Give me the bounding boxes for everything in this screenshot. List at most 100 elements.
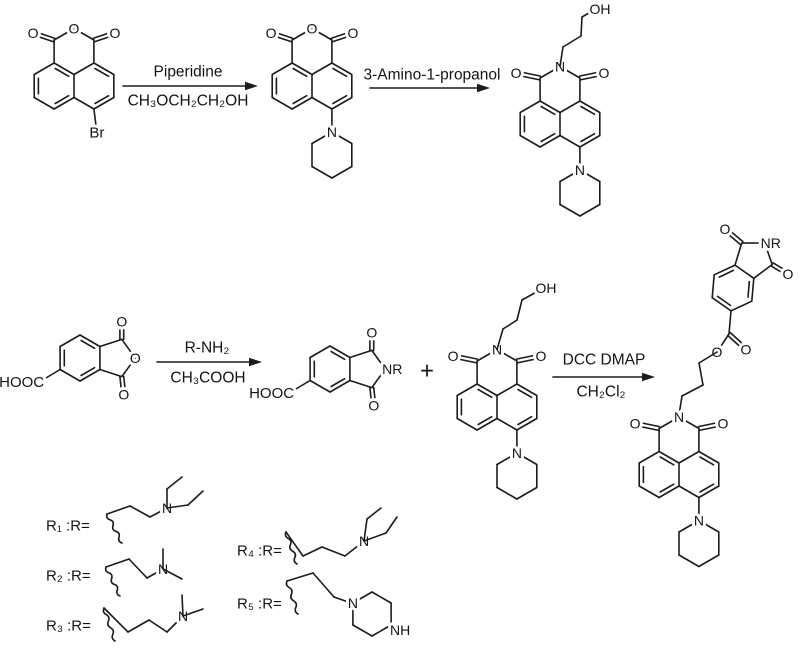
atom-label-O: O — [630, 416, 641, 432]
bond — [699, 363, 703, 385]
bond — [679, 555, 699, 567]
atom-label-Br: Br — [89, 125, 104, 142]
bond — [94, 109, 96, 125]
atom-label-O: O — [366, 324, 377, 340]
atom-label-N: N — [575, 162, 585, 178]
bond — [60, 335, 80, 347]
atom-label-N: N — [512, 445, 522, 461]
step1-solvent-label: CH₃OCH₂CH₂OH — [128, 93, 249, 110]
atom-label-O: O — [109, 25, 120, 41]
bond — [130, 506, 150, 517]
bond — [735, 265, 754, 278]
bond — [129, 559, 147, 578]
bond — [107, 506, 130, 514]
squiggle-bond — [285, 532, 297, 564]
bond — [520, 101, 540, 113]
r-group-r5-piperazinylethyl: N NH — [286, 573, 410, 638]
squiggle-bond — [286, 581, 298, 614]
bond — [517, 300, 522, 320]
bond — [372, 592, 391, 603]
r3-definition-label: R₃ :R= — [46, 618, 91, 635]
reaction-arrow-1 — [123, 82, 258, 90]
atom-label-O: O — [448, 348, 459, 364]
bond — [520, 136, 540, 148]
bond — [367, 508, 381, 519]
squiggle-bond — [107, 514, 122, 543]
bond — [310, 346, 330, 358]
bond — [106, 559, 129, 567]
bond — [457, 384, 477, 396]
bond — [128, 620, 149, 632]
bond — [372, 625, 391, 636]
r5-definition-label: R₅ :R= — [237, 596, 282, 613]
atom-label-O: O — [307, 21, 318, 37]
atom-label-N: N — [694, 513, 704, 529]
bond — [74, 63, 94, 75]
bond — [313, 573, 334, 597]
arrow-head-icon — [245, 82, 258, 90]
atom-label-OH: OH — [536, 280, 557, 296]
bond — [100, 370, 122, 377]
atom-label-NR: NR — [382, 361, 402, 377]
atom-label-O: O — [118, 387, 129, 403]
arrow-head-icon — [642, 373, 655, 381]
bond — [497, 488, 517, 500]
atom-label-N: N — [348, 595, 358, 611]
r-group-r4-diethylaminopropyl: N — [285, 508, 397, 564]
atom-label-O: O — [717, 416, 728, 432]
atom-label-NR: NR — [761, 235, 781, 251]
bond — [735, 243, 742, 265]
atom-label-O: O — [783, 266, 794, 282]
bond — [34, 63, 54, 75]
bond — [353, 625, 372, 636]
bond — [386, 517, 397, 533]
bond — [639, 486, 659, 498]
step1-reagent-label: Piperidine — [154, 64, 223, 81]
bond — [350, 350, 372, 357]
bond — [560, 205, 580, 217]
bond — [310, 381, 330, 393]
bond — [100, 339, 122, 346]
atom-label-N: N — [674, 409, 684, 425]
bond — [457, 419, 477, 431]
atom-label-O: O — [130, 350, 141, 366]
atom-label-O: O — [511, 65, 522, 81]
atom-label-NH: NH — [390, 622, 410, 638]
atom-label-O: O — [28, 25, 39, 41]
r-group-r2-dimethylaminoethyl: N — [106, 549, 182, 596]
r2-definition-label: R₂ :R= — [46, 568, 91, 585]
bond — [312, 98, 332, 110]
arrow-head-icon — [249, 358, 262, 366]
atom-label-O: O — [266, 25, 277, 41]
bond — [34, 98, 54, 110]
bond — [74, 98, 94, 110]
bond — [714, 265, 735, 275]
bond — [182, 595, 183, 616]
step4-solvent-label: CH₂Cl₂ — [576, 384, 625, 401]
bond — [679, 452, 699, 464]
bond — [731, 301, 752, 311]
bond — [754, 265, 772, 279]
bond — [167, 477, 182, 489]
step3-solvent-label: CH₃COOH — [170, 370, 245, 387]
bond — [560, 136, 580, 148]
bond — [272, 98, 292, 110]
bond — [45, 370, 60, 379]
reaction-arrow-3 — [157, 358, 262, 366]
atom-label-O: O — [368, 398, 379, 414]
bond — [682, 385, 703, 396]
r-group-r1-diethylaminoethyl: N — [107, 477, 203, 543]
step3-reagent-label: R-NH₂ — [185, 340, 230, 357]
bond — [503, 320, 517, 329]
atom-label-HOOC: HOOC — [0, 374, 44, 391]
plus-sign: + — [420, 358, 434, 385]
atom-label-HOOC: HOOC — [249, 385, 294, 402]
bond — [639, 452, 659, 464]
atom-label-O: O — [535, 348, 546, 364]
r4-definition-label: R₄ :R= — [237, 543, 282, 560]
atom-label-O: O — [347, 25, 358, 41]
